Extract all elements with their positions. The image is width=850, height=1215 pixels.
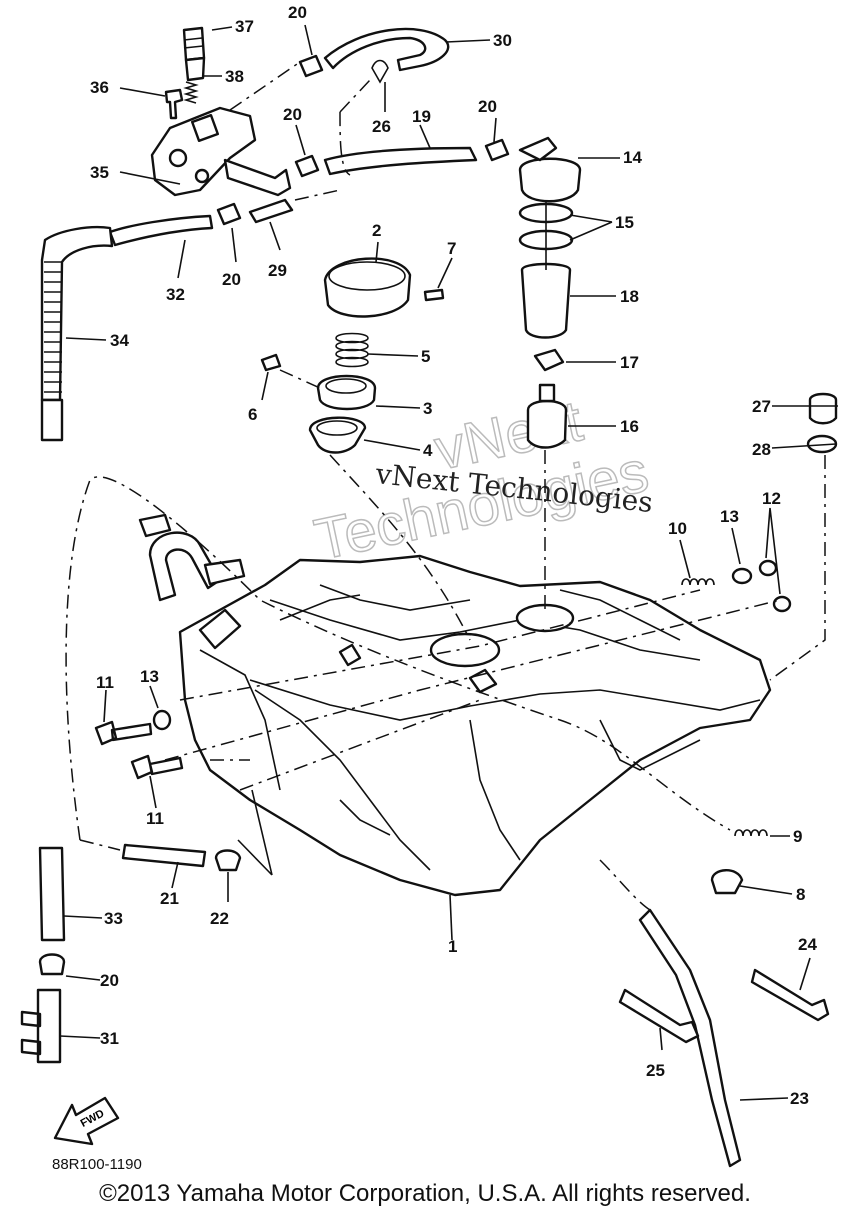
bolt-11b xyxy=(130,754,184,780)
clamp-20a xyxy=(298,54,324,78)
pin-7 xyxy=(423,288,445,302)
hose-33 xyxy=(38,846,66,942)
nut-12a xyxy=(758,559,778,577)
callout-27: 27 xyxy=(752,397,771,416)
clamp-20b xyxy=(294,154,320,178)
hose-30 xyxy=(323,27,450,72)
callout-11b: 11 xyxy=(146,809,164,828)
hose-21 xyxy=(121,843,207,868)
damper-27 xyxy=(808,392,838,425)
callout-16: 16 xyxy=(620,417,639,436)
copyright-notice: ©2013 Yamaha Motor Corporation, U.S.A. A… xyxy=(99,1180,751,1207)
callout-29: 29 xyxy=(268,261,287,280)
fwd-arrow: FWD xyxy=(53,1096,120,1146)
callout-11a: 11 xyxy=(96,673,114,692)
hose-19 xyxy=(323,146,478,176)
callout-20c: 20 xyxy=(478,97,497,116)
spring-clip-10 xyxy=(681,578,715,586)
collar-18 xyxy=(520,262,572,339)
connector-29 xyxy=(248,198,294,224)
clamp-20c xyxy=(484,138,510,162)
callout-13a: 13 xyxy=(720,507,739,526)
band-24 xyxy=(750,968,830,1022)
callout-18: 18 xyxy=(620,287,639,306)
callout-8: 8 xyxy=(796,885,805,904)
hose-32 xyxy=(108,214,214,247)
callout-25: 25 xyxy=(646,1061,665,1080)
washer-13a xyxy=(731,567,753,585)
fuel-tank xyxy=(178,554,772,897)
callout-22: 22 xyxy=(210,909,229,928)
callout-21: 21 xyxy=(160,889,179,908)
clamp-20d xyxy=(216,202,242,226)
cap-2 xyxy=(323,257,412,318)
hose-u xyxy=(148,531,222,602)
nut-12b xyxy=(772,595,792,613)
callout-32: 32 xyxy=(166,285,185,304)
callout-33: 33 xyxy=(104,909,123,928)
callout-38: 38 xyxy=(225,67,244,86)
callout-34: 34 xyxy=(110,331,129,350)
callout-20d: 20 xyxy=(222,270,241,289)
clip-17 xyxy=(533,348,565,372)
clamp-8 xyxy=(710,869,744,895)
pin-6 xyxy=(260,353,282,372)
callout-13b: 13 xyxy=(140,667,159,686)
callout-19: 19 xyxy=(412,107,431,126)
clamp-20e xyxy=(38,953,66,976)
callout-10: 10 xyxy=(668,519,687,538)
callout-4: 4 xyxy=(423,441,433,460)
watermark: vNext Technologies vNext Technologies xyxy=(308,388,654,574)
callout-15: 15 xyxy=(615,213,634,232)
callout-3: 3 xyxy=(423,399,432,418)
callout-1: 1 xyxy=(448,937,457,956)
callout-2: 2 xyxy=(372,221,381,240)
callout-26: 26 xyxy=(372,117,391,136)
clamp-22 xyxy=(214,849,242,872)
hose-34 xyxy=(40,225,114,402)
reference-lines xyxy=(65,61,826,911)
cap-37 xyxy=(182,26,206,82)
spring-clip-9 xyxy=(734,829,768,837)
callout-12: 12 xyxy=(762,489,781,508)
callout-20b: 20 xyxy=(283,105,302,124)
filter-16 xyxy=(526,399,568,449)
callouts: 37 38 36 35 20 30 20 26 19 20 14 15 18 1… xyxy=(90,3,817,1108)
callout-5: 5 xyxy=(421,347,430,366)
clip-26 xyxy=(371,59,389,84)
callout-7: 7 xyxy=(447,239,456,258)
callout-6: 6 xyxy=(248,405,257,424)
screw-36 xyxy=(164,88,184,120)
leaders xyxy=(59,24,838,1101)
fuel-cock xyxy=(150,106,292,197)
callout-30: 30 xyxy=(493,31,512,50)
callout-36: 36 xyxy=(90,78,109,97)
band-25 xyxy=(618,988,700,1044)
callout-9: 9 xyxy=(793,827,802,846)
hose-23 xyxy=(638,908,742,1168)
callout-17: 17 xyxy=(620,353,639,372)
drawing-code: 88R100-1190 xyxy=(52,1156,142,1173)
parts-diagram: vNext Technologies vNext Technologies xyxy=(20,3,838,1168)
spring-38 xyxy=(183,81,199,104)
callout-23: 23 xyxy=(790,1089,809,1108)
washer-13b xyxy=(152,709,172,731)
callout-31: 31 xyxy=(100,1029,119,1048)
callout-28: 28 xyxy=(752,440,771,459)
bolt-11a xyxy=(94,720,153,746)
callout-35: 35 xyxy=(90,163,109,182)
joint-31 xyxy=(20,988,62,1064)
filter-14 xyxy=(518,157,582,203)
spring-5 xyxy=(335,332,369,368)
callout-20e: 20 xyxy=(100,971,119,990)
callout-24: 24 xyxy=(798,935,817,954)
callout-37: 37 xyxy=(235,17,254,36)
callout-14: 14 xyxy=(623,148,642,167)
callout-20a: 20 xyxy=(288,3,307,22)
